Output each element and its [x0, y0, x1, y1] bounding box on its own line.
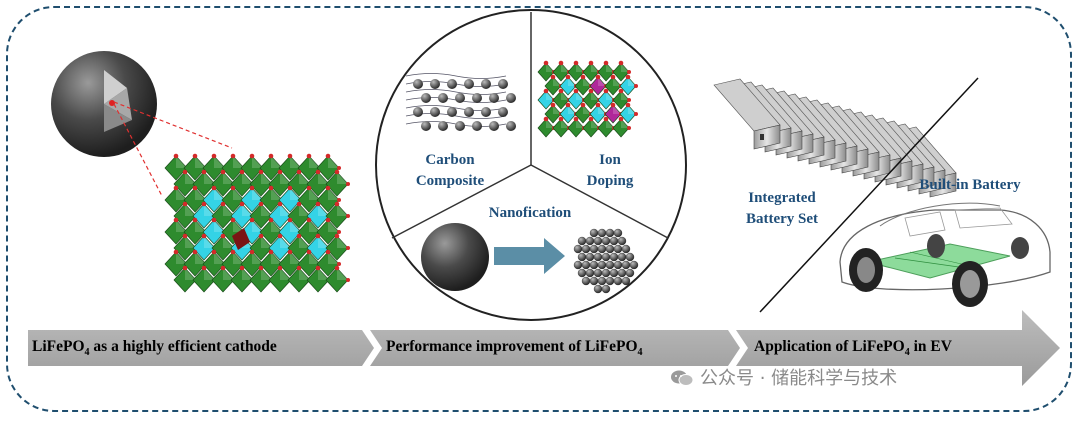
dashed-frame	[6, 6, 1072, 412]
olivine-crystal-structure-icon	[164, 153, 350, 293]
label-built-in-battery: Built-in Battery	[919, 177, 1021, 193]
label-ion-doping: Ion Doping	[586, 152, 634, 189]
ion-doping-icon	[537, 60, 638, 138]
battery-pack-icon	[713, 78, 957, 198]
label-carbon-composite: Carbon Composite	[415, 152, 485, 189]
stage-cathode: LiFePO4 as a highly efficient cathode	[32, 338, 277, 359]
electric-vehicle-icon	[839, 202, 1051, 307]
wechat-icon	[671, 370, 694, 386]
label-nanofication: Nanofication	[488, 205, 572, 221]
nanofication-icon	[421, 223, 639, 294]
label-integrated-battery-set: Integrated Battery Set	[745, 190, 819, 227]
stage-performance: Performance improvement of LiFePO4	[386, 338, 643, 359]
cathode-particle-icon	[51, 51, 157, 157]
carbon-composite-icon	[405, 73, 516, 131]
stage-application: Application of LiFePO4 in EV	[754, 338, 952, 359]
watermark: 公众号 · 储能科学与技术	[670, 364, 897, 390]
process-arrow	[28, 310, 1060, 386]
